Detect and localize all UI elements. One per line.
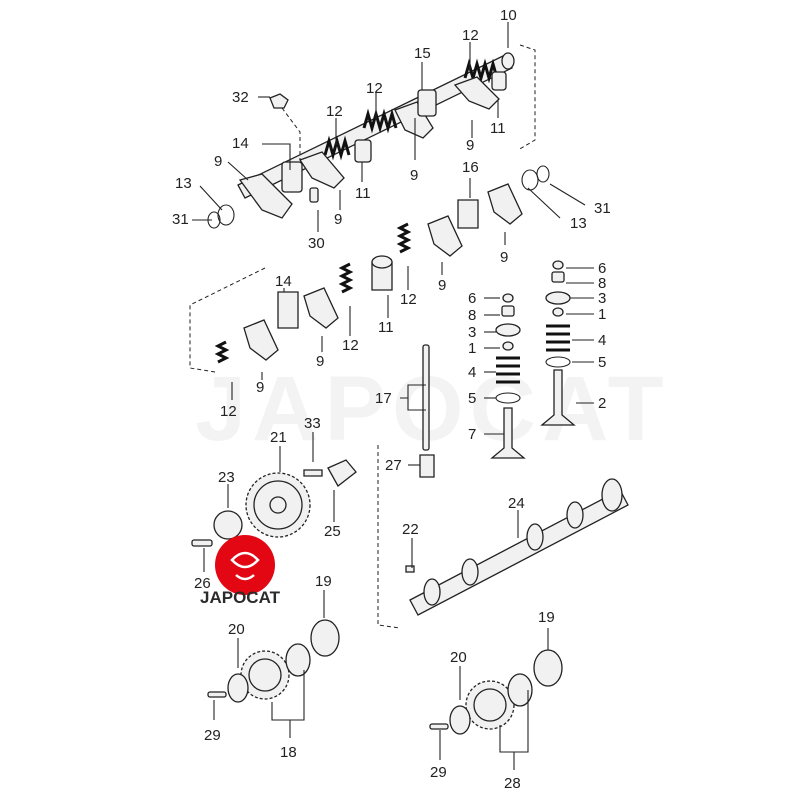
timing-gear-21 xyxy=(245,472,311,538)
rocker-arms-upper xyxy=(238,71,507,219)
callout-20: 20 xyxy=(228,621,245,638)
callout-20: 20 xyxy=(450,649,467,666)
callout-24: 24 xyxy=(508,495,525,512)
idler-plate-23 xyxy=(191,510,243,547)
callout-11: 11 xyxy=(355,185,371,202)
callout-17: 17 xyxy=(375,390,392,407)
callout-4: 4 xyxy=(598,332,606,349)
gear-set-left xyxy=(207,619,340,703)
japocat-logo: JAPOCAT xyxy=(200,535,281,607)
callout-16: 16 xyxy=(462,159,479,176)
callout-1: 1 xyxy=(468,340,476,357)
callout-4: 4 xyxy=(468,364,476,381)
callout-3: 3 xyxy=(598,290,606,307)
callout-33: 33 xyxy=(304,415,321,432)
valve-assembly-left xyxy=(490,293,526,459)
callout-9: 9 xyxy=(500,249,508,266)
callout-10: 10 xyxy=(500,7,517,24)
callout-6: 6 xyxy=(468,290,476,307)
callout-12: 12 xyxy=(326,103,343,120)
callout-19: 19 xyxy=(538,609,555,626)
callout-29: 29 xyxy=(204,727,221,744)
callout-15: 15 xyxy=(414,45,431,62)
callout-13: 13 xyxy=(175,175,192,192)
callout-14: 14 xyxy=(232,135,249,152)
callout-31: 31 xyxy=(172,211,189,228)
callout-6: 6 xyxy=(598,260,606,277)
callout-27: 27 xyxy=(385,457,402,474)
snap-rings-upper xyxy=(207,44,550,229)
callout-23: 23 xyxy=(218,469,235,486)
callout-3: 3 xyxy=(468,324,476,341)
callout-11: 11 xyxy=(490,120,506,137)
callout-18: 18 xyxy=(280,744,297,761)
rocker-assembly-lower xyxy=(189,183,523,373)
callout-28: 28 xyxy=(504,775,521,792)
callout-9: 9 xyxy=(410,167,418,184)
callout-9: 9 xyxy=(316,353,324,370)
callout-9: 9 xyxy=(256,379,264,396)
callout-21: 21 xyxy=(270,429,287,446)
valve-assembly-right xyxy=(540,260,576,426)
callout-12: 12 xyxy=(366,80,383,97)
logo-text: JAPOCAT xyxy=(200,588,281,607)
camshaft-24 xyxy=(377,445,629,629)
callout-5: 5 xyxy=(468,390,476,407)
callout-1: 1 xyxy=(598,306,606,323)
callout-labels: 10 12 15 32 12 12 11 14 9 9 9 13 31 30 9… xyxy=(172,7,611,792)
callout-29: 29 xyxy=(430,764,447,781)
callout-22: 22 xyxy=(402,521,419,538)
callout-11: 11 xyxy=(378,319,394,336)
callout-32: 32 xyxy=(232,89,249,106)
callout-13: 13 xyxy=(570,215,587,232)
callout-30: 30 xyxy=(308,235,325,252)
push-rod xyxy=(419,344,435,478)
callout-26: 26 xyxy=(194,575,211,592)
callout-9: 9 xyxy=(214,153,222,170)
callout-2: 2 xyxy=(598,395,606,412)
callout-8: 8 xyxy=(598,275,606,292)
callout-14: 14 xyxy=(275,273,292,290)
callout-5: 5 xyxy=(598,354,606,371)
callout-19: 19 xyxy=(315,573,332,590)
callout-9: 9 xyxy=(438,277,446,294)
callout-7: 7 xyxy=(468,426,476,443)
callout-9: 9 xyxy=(466,137,474,154)
callout-12: 12 xyxy=(462,27,479,44)
callout-31: 31 xyxy=(594,200,611,217)
leader-lines xyxy=(192,22,594,770)
thrust-plate-25 xyxy=(303,459,357,487)
callout-12: 12 xyxy=(220,403,237,420)
gear-set-right xyxy=(429,649,563,735)
callout-12: 12 xyxy=(400,291,417,308)
callout-8: 8 xyxy=(468,307,476,324)
logo-badge-icon xyxy=(215,535,275,595)
callout-25: 25 xyxy=(324,523,341,540)
callout-9: 9 xyxy=(334,211,342,228)
callout-12: 12 xyxy=(342,337,359,354)
